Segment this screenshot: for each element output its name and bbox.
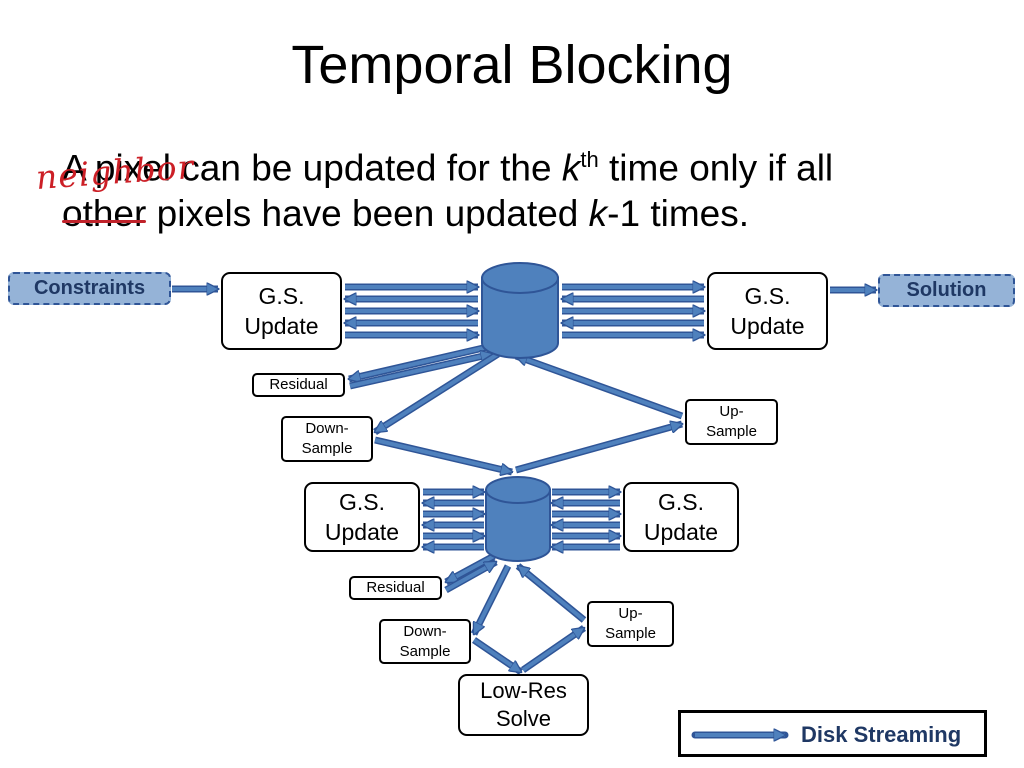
up-sample-label: Up- Sample xyxy=(605,605,656,642)
down-sample-box-top: Down- Sample xyxy=(281,416,373,462)
gs-update-box-top-left: G.S. Update xyxy=(221,272,342,350)
gs-update-label: G.S. Update xyxy=(730,283,805,339)
line1-text-a: A pixel can be updated for the xyxy=(62,147,562,189)
disk-cylinder-top xyxy=(481,262,559,359)
line2-text-a: pixels have been updated xyxy=(146,193,589,234)
disk-cylinder-bottom xyxy=(485,476,551,562)
gs-update-box-mid-left: G.S. Update xyxy=(304,482,420,552)
cylinder-top xyxy=(485,476,551,504)
down-sample-box-bottom: Down- Sample xyxy=(379,619,471,664)
cylinder-top xyxy=(481,262,559,294)
legend: Disk Streaming xyxy=(678,710,987,757)
line1-k: k xyxy=(561,147,581,189)
residual-arrow xyxy=(446,552,496,586)
bullet-line-2: other pixels have been updated k-1 times… xyxy=(62,190,749,238)
stream-arrow xyxy=(516,352,684,420)
stream-arrow xyxy=(444,558,496,594)
up-sample-box-bottom: Up- Sample xyxy=(587,601,674,647)
cylinder-body xyxy=(485,489,551,562)
legend-label: Disk Streaming xyxy=(801,722,962,747)
residual-label: Residual xyxy=(269,376,328,393)
down-sample-arrow xyxy=(472,637,521,675)
gs-update-label: G.S. Update xyxy=(244,283,319,339)
down-sample-arrow xyxy=(374,436,512,472)
up-sample-arrow xyxy=(515,424,682,474)
up-sample-label: Up- Sample xyxy=(706,403,757,440)
line2-k: k xyxy=(588,193,608,234)
down-sample-label: Down- Sample xyxy=(399,622,451,660)
slide-title: Temporal Blocking xyxy=(291,35,733,95)
gs-update-box-mid-right: G.S. Update xyxy=(623,482,739,552)
stream-arrow xyxy=(515,563,587,623)
bullet-line-1: A pixel can be updated for the kth time … xyxy=(62,136,833,192)
residual-box-bottom: Residual xyxy=(349,576,442,600)
disk-stream-arrows xyxy=(172,287,876,675)
low-res-solve-box: Low-Res Solve xyxy=(458,674,589,736)
down-sample-label: Down- Sample xyxy=(301,420,353,457)
up-sample-box-top: Up- Sample xyxy=(685,399,778,445)
up-sample-arrow xyxy=(521,625,584,673)
stream-arrow xyxy=(470,564,512,634)
gs-update-label: G.S. Update xyxy=(643,489,719,545)
gs-update-box-top-right: G.S. Update xyxy=(707,272,828,350)
line2-text-b: -1 times. xyxy=(607,193,749,234)
residual-label: Residual xyxy=(366,579,425,596)
constraints-box: Constraints xyxy=(8,272,171,305)
low-res-solve-label: Low-Res Solve xyxy=(480,678,567,731)
line1-text-b: time only if all xyxy=(598,147,834,189)
gs-update-label: G.S. Update xyxy=(324,489,400,545)
legend-arrow-icon xyxy=(691,713,789,754)
stream-arrow xyxy=(375,351,500,435)
stream-arrow xyxy=(349,354,492,390)
line1-superscript: th xyxy=(580,147,599,172)
struck-word: other xyxy=(62,193,147,234)
cylinder-body xyxy=(481,277,559,359)
solution-box: Solution xyxy=(878,274,1015,307)
residual-arrow xyxy=(349,342,493,379)
residual-box-top: Residual xyxy=(252,373,345,397)
